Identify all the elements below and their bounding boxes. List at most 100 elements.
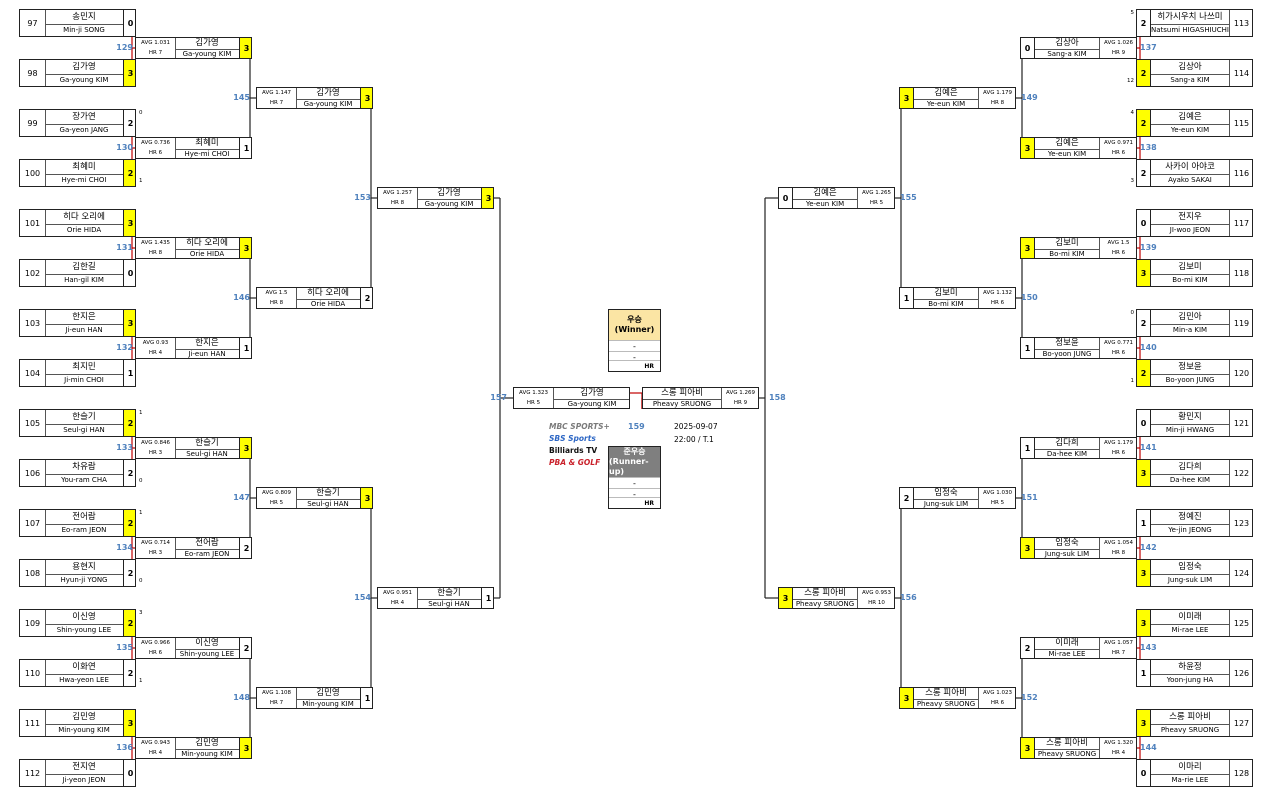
divider [45,74,123,75]
player-name-en: Sang-a KIM [1047,50,1087,58]
divider [417,588,418,608]
set-score: 3 [1137,710,1151,736]
point-score: 3 [139,610,143,616]
divider [1151,274,1229,275]
divider [1229,660,1230,686]
high-run-label: HR [609,497,660,508]
set-score: 0 [1137,210,1151,236]
player-name-kr: 이신영 [195,638,219,648]
name-line: - [609,340,660,352]
match-number: 148 [233,693,250,702]
player-name-kr: 이화연 [72,662,96,672]
player-name-en: Eo-ram JEON [61,526,107,534]
high-run-stat: HR 8 [1111,550,1126,556]
divider [45,510,46,536]
set-score: 1 [1021,438,1035,458]
point-score: 1 [1130,378,1135,384]
player-name-en: Bo-mi KIM [1172,276,1208,284]
box-subtitle: (Winner) [614,325,655,334]
divider [296,299,360,300]
divider [793,599,857,600]
player-name-en: Ye-eun KIM [1170,126,1210,134]
divider [1151,124,1229,125]
point-score: 12 [1127,78,1134,84]
seed-number: 111 [24,719,41,728]
player-name-kr: 히가시우치 나쓰미 [1157,12,1223,22]
divider [45,124,123,125]
high-run-stat: HR 6 [990,700,1005,706]
divider [175,749,239,750]
set-score: 3 [1137,260,1151,286]
divider [296,499,360,500]
divider [1099,738,1100,758]
match-number: 145 [233,93,250,102]
player-name-kr: 김예은 [1055,138,1079,148]
name-line: - [609,351,660,363]
player-name-en: Ye-eun KIM [805,200,845,208]
seed-number: 110 [24,669,41,678]
